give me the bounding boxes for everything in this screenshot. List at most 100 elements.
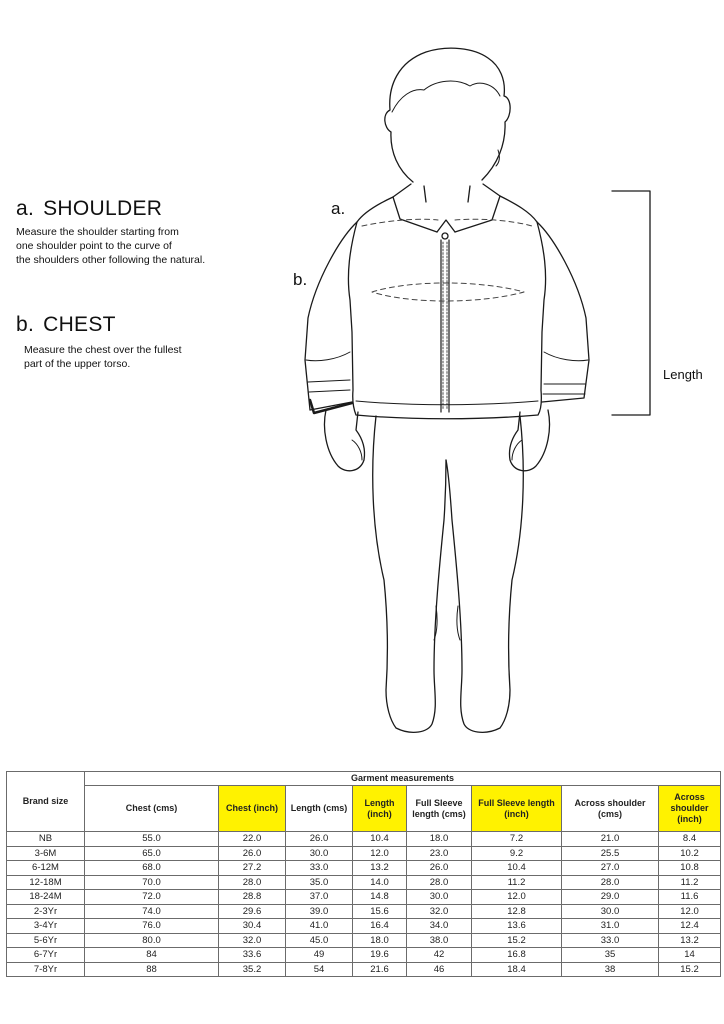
shoulder-letter: a. [16, 197, 35, 220]
measurement-cell: 11.2 [471, 874, 562, 890]
measurement-cell: 35 [561, 947, 659, 963]
measurement-cell: 26.0 [406, 860, 472, 876]
measurement-cell: 12.0 [352, 845, 407, 861]
child-jacket-illustration [304, 47, 651, 734]
measurement-cell: 11.2 [657, 874, 722, 890]
measurement-cell: 21.6 [352, 961, 407, 977]
measurement-cell: 28.8 [218, 889, 286, 905]
chest-section: b. CHEST Measure the chest over the fulle… [16, 313, 182, 371]
measurement-cell: 29.6 [218, 903, 286, 919]
measurement-cell: 10.4 [352, 831, 407, 847]
measurement-cell: 30.0 [285, 845, 353, 861]
measurement-guides [361, 218, 533, 302]
measurement-cell: 26.0 [218, 845, 286, 861]
jacket-collar [392, 183, 501, 233]
measurement-cell: 15.2 [471, 932, 562, 948]
figure-marker-a: a. [331, 199, 346, 218]
measurement-cell: 35.2 [218, 961, 286, 977]
measurement-cell: 54 [285, 961, 353, 977]
measurement-cell: 29.0 [561, 889, 659, 905]
size-cell: NB [6, 831, 85, 847]
measurement-cell: 37.0 [285, 889, 353, 905]
garment-measurements-header: Garment measurements [83, 771, 722, 786]
measurement-cell: 12.0 [657, 903, 722, 919]
measurement-cell: 28.0 [561, 874, 659, 890]
measurement-cell: 30.0 [561, 903, 659, 919]
measurement-cell: 18.4 [471, 961, 562, 977]
brand-size-header: Brand size [6, 771, 85, 832]
size-chart-table: Brand size Garment measurements Chest (c… [6, 771, 722, 977]
measurement-cell: 27.0 [561, 860, 659, 876]
measurement-cell: 7.2 [471, 831, 562, 847]
measurement-cell: 88 [84, 961, 219, 977]
measurement-cell: 38.0 [406, 932, 472, 948]
measurement-cell: 74.0 [84, 903, 219, 919]
measurement-cell: 32.0 [406, 903, 472, 919]
col-header-sleeve-inch: Full Sleeve length (inch) [471, 785, 562, 832]
measurement-cell: 35.0 [285, 874, 353, 890]
measurement-cell: 28.0 [406, 874, 472, 890]
measurement-cell: 10.4 [471, 860, 562, 876]
col-header-shoulder-cms: Across shoulder (cms) [561, 785, 659, 832]
measurement-cell: 12.8 [471, 903, 562, 919]
size-cell: 2-3Yr [6, 903, 85, 919]
measurement-cell: 27.2 [218, 860, 286, 876]
measurement-cell: 84 [84, 947, 219, 963]
measurement-cell: 19.6 [352, 947, 407, 963]
measurement-cell: 70.0 [84, 874, 219, 890]
measurement-cell: 22.0 [218, 831, 286, 847]
figure-marker-b: b. [293, 270, 308, 289]
measurement-cell: 32.0 [218, 932, 286, 948]
measurement-cell: 10.8 [657, 860, 722, 876]
measurement-cell: 33.0 [285, 860, 353, 876]
size-cell: 6-7Yr [6, 947, 85, 963]
measurement-cell: 26.0 [285, 831, 353, 847]
legs-outline [372, 415, 524, 734]
measurement-cell: 12.4 [657, 918, 722, 934]
col-header-chest-cms: Chest (cms) [84, 785, 219, 832]
measurement-cell: 13.6 [471, 918, 562, 934]
measurement-cell: 72.0 [84, 889, 219, 905]
measurement-cell: 33.6 [218, 947, 286, 963]
measurement-cell: 16.8 [471, 947, 562, 963]
chest-letter: b. [16, 313, 35, 336]
chest-title-text: CHEST [43, 313, 116, 336]
measurement-cell: 9.2 [471, 845, 562, 861]
measurement-cell: 30.0 [406, 889, 472, 905]
measurement-cell: 13.2 [352, 860, 407, 876]
measurement-cell: 34.0 [406, 918, 472, 934]
measurement-cell: 18.0 [352, 932, 407, 948]
size-cell: 3-6M [6, 845, 85, 861]
measurement-cell: 45.0 [285, 932, 353, 948]
measurement-cell: 31.0 [561, 918, 659, 934]
measurement-cell: 14.0 [352, 874, 407, 890]
measurement-cell: 28.0 [218, 874, 286, 890]
measurement-cell: 10.2 [657, 845, 722, 861]
size-cell: 7-8Yr [6, 961, 85, 977]
measurement-cell: 15.6 [352, 903, 407, 919]
col-header-length-inch: Length (inch) [352, 785, 407, 832]
measurement-cell: 25.5 [561, 845, 659, 861]
measurement-cell: 76.0 [84, 918, 219, 934]
measurement-cell: 12.0 [471, 889, 562, 905]
size-cell: 6-12M [6, 860, 85, 876]
head-outline [384, 47, 511, 183]
measurement-cell: 18.0 [406, 831, 472, 847]
measurement-cell: 33.0 [561, 932, 659, 948]
measurement-cell: 14 [657, 947, 722, 963]
measurement-cell: 80.0 [84, 932, 219, 948]
chest-description: Measure the chest over the fullest part … [24, 344, 182, 370]
col-header-shoulder-inch: Across shoulder (inch) [657, 785, 722, 832]
col-header-chest-inch: Chest (inch) [218, 785, 286, 832]
shoulder-description: Measure the shoulder starting from one s… [16, 226, 206, 266]
size-cell: 18-24M [6, 889, 85, 905]
col-header-length-cms: Length (cms) [285, 785, 353, 832]
